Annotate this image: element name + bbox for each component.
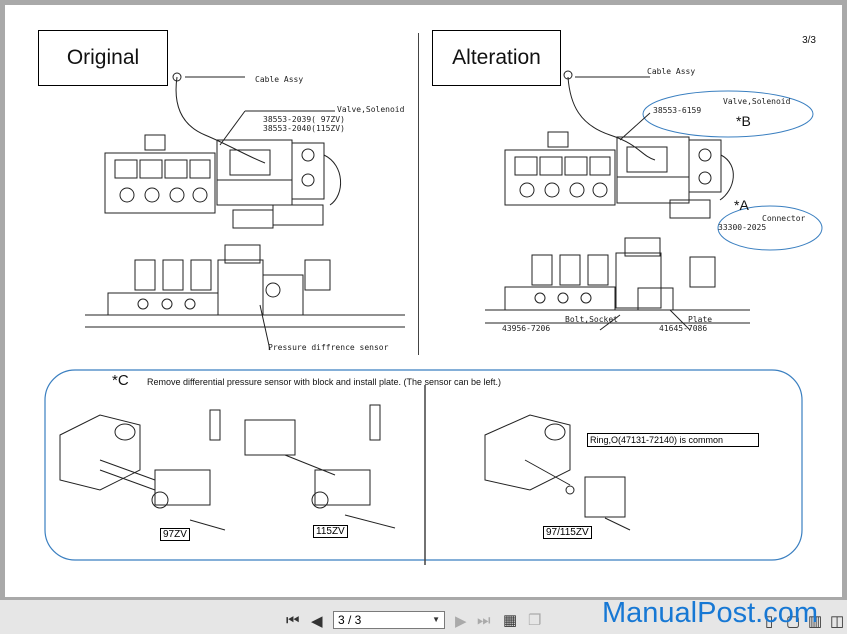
fullscreen-icon[interactable]: ◫ [830,613,845,630]
bottom-frame [44,369,803,565]
chevron-down-icon: ▼ [432,615,440,624]
bolt-part: 43956-7206 [502,324,551,333]
grid-view-icon[interactable]: ▦ [503,612,518,629]
plate-label: Plate [688,315,713,324]
fit-page-icon[interactable]: ▢ [786,613,801,630]
previous-page-button[interactable]: ◀ [311,613,323,630]
cable-assy-label-right: Cable Assy [647,67,696,76]
valve-part-115zv: 38553-2040(115ZV) [263,124,345,133]
next-page-button[interactable]: ▶ [455,613,467,630]
valve-solenoid-label-right: Valve,Solenoid [723,97,791,106]
document-page: 3/3 Original [5,5,842,597]
instruction-text: Remove differential pressure sensor with… [147,377,502,387]
mark-c: *C [112,372,129,389]
tag-115zv: 115ZV [313,525,348,538]
connector-part: 33300-2025 [718,223,767,232]
page-number-value: 3 / 3 [338,613,362,627]
bolt-socket-label: Bolt,Socket [565,315,618,324]
two-page-icon[interactable]: ▥ [808,613,823,630]
first-page-button[interactable]: ⏮ [286,612,300,629]
original-label: Original [38,30,168,86]
panel-divider [418,33,419,355]
original-diagram [85,72,405,351]
connector-label: Connector [762,214,806,223]
watermark-text: ManualPost.com [602,597,818,629]
pressure-sensor-label: Pressure diffrence sensor [268,343,389,352]
ring-note: Ring,O(47131-72140) is common [587,433,760,447]
tag-97zv: 97ZV [160,528,190,541]
plate-part: 41645-7086 [659,324,708,333]
last-page-button[interactable]: ⏭ [477,612,491,629]
single-page-icon[interactable]: ▯ [765,613,774,630]
copy-icon[interactable]: ❐ [528,612,542,629]
page-number: 3/3 [802,35,816,46]
mark-a: *A [734,197,749,213]
mark-b: *B [736,113,751,129]
page-number-select[interactable]: 3 / 3 ▼ [333,611,445,629]
tag-97-115zv: 97/115ZV [543,526,592,539]
valve-solenoid-label-left: Valve,Solenoid [337,105,405,114]
alteration-diagram [485,70,823,331]
valve-part-new: 38553-6159 [653,106,702,115]
valve-part-97zv: 38553-2039( 97ZV) [263,115,345,124]
cable-assy-label-left: Cable Assy [255,75,304,84]
alteration-label: Alteration [432,30,561,86]
